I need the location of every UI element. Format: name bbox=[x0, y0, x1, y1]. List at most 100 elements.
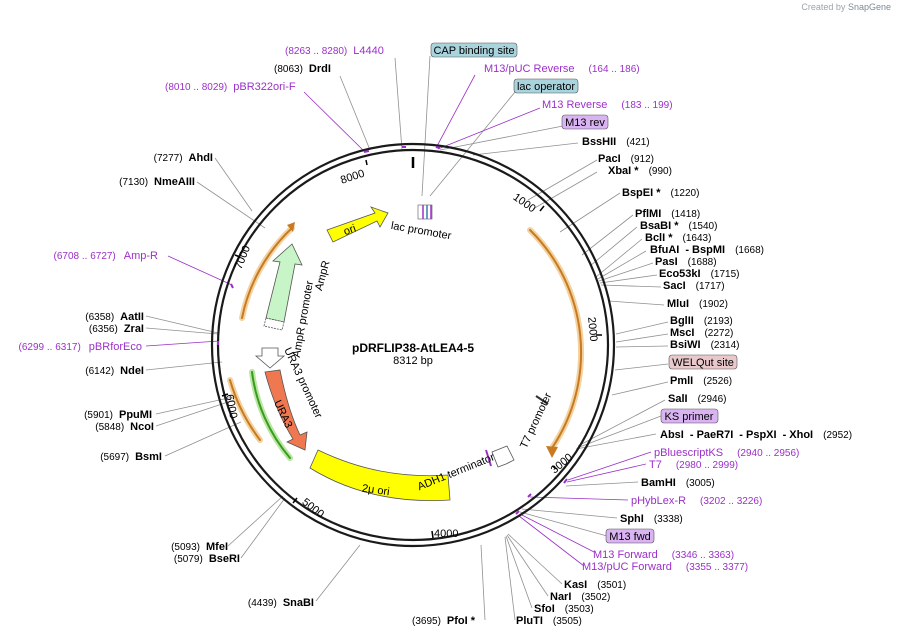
svg-text:T7(2980 .. 2999): T7(2980 .. 2999) bbox=[649, 459, 738, 471]
site-bsabi: BsaBI * bbox=[640, 220, 679, 232]
left-labels: (7277)AhdI (7130)NmeAIII (6708 .. 6727)A… bbox=[19, 152, 314, 609]
svg-text:(6356)ZraI: (6356)ZraI bbox=[89, 323, 144, 335]
lac-operator-label: lac operator bbox=[517, 81, 575, 93]
site-ahdi: AhdI bbox=[189, 152, 213, 164]
svg-text:BsaBI *(1540): BsaBI *(1540) bbox=[640, 220, 717, 232]
site-paci: PacI bbox=[598, 153, 621, 165]
site-bamhi: BamHI bbox=[641, 477, 676, 489]
tick-marks bbox=[221, 159, 602, 539]
site-nari: NarI bbox=[550, 591, 571, 603]
top-labels: (8263 .. 8280)L4440 CAP binding site (80… bbox=[165, 42, 673, 130]
svg-text:(3695)PfoI *: (3695)PfoI * bbox=[412, 615, 476, 627]
svg-text:SacI(1717): SacI(1717) bbox=[663, 280, 725, 292]
lac-promoter-mark bbox=[417, 204, 433, 220]
tick-4000: 4000 bbox=[434, 528, 458, 540]
ori-label: ori bbox=[342, 223, 358, 238]
top-name-m13-reverse: M13 Reverse bbox=[542, 99, 607, 111]
site-sali: SalI bbox=[668, 393, 688, 405]
site-bspei: BspEI * bbox=[622, 187, 661, 199]
top-pos-drdi: (8063) bbox=[274, 64, 303, 75]
site-aatii: AatII bbox=[120, 311, 144, 323]
top-name-drdi: DrdI bbox=[309, 63, 331, 75]
ura3-arrow bbox=[264, 369, 308, 451]
svg-text:SphI(3338): SphI(3338) bbox=[620, 513, 683, 525]
svg-text:(6708 .. 6727)Amp-R: (6708 .. 6727)Amp-R bbox=[54, 250, 159, 262]
tick-6000: 6000 bbox=[223, 393, 239, 419]
svg-text:SfoI(3503): SfoI(3503) bbox=[534, 603, 594, 615]
svg-text:pBluescriptKS(2940 .. 2956): pBluescriptKS(2940 .. 2956) bbox=[654, 447, 799, 459]
m13-fwd-box bbox=[605, 528, 655, 544]
site-pasi: PasI bbox=[655, 256, 678, 268]
site-xbai: XbaI * bbox=[608, 165, 639, 177]
svg-text:(5848)NcoI: (5848)NcoI bbox=[95, 421, 154, 433]
svg-text:(7277)AhdI: (7277)AhdI bbox=[154, 152, 213, 164]
adh1-terminator-label: ADH1 terminator bbox=[416, 451, 497, 493]
svg-text:M13/pUC Forward(3355 .. 3377): M13/pUC Forward(3355 .. 3377) bbox=[582, 561, 748, 573]
welqut-site-label: WELQut site bbox=[672, 357, 734, 369]
ks-primer-label: KS primer bbox=[665, 411, 714, 423]
primer-pbrforeco: pBRforEco bbox=[89, 341, 142, 353]
features bbox=[254, 204, 549, 501]
t7-promoter-label: T7 promoter bbox=[518, 391, 554, 451]
right-labels: BssHII(421) PacI(912) XbaI *(990) BspEI … bbox=[412, 136, 852, 627]
site-nmeaiii: NmeAIII bbox=[154, 176, 195, 188]
site-snabi: SnaBI bbox=[283, 597, 314, 609]
site-bsiwi: BsiWI bbox=[670, 339, 701, 351]
top-pos-pbr322: (8010 .. 8029) bbox=[165, 82, 227, 93]
top-name-l4440: L4440 bbox=[353, 45, 384, 57]
primer-t7: T7 bbox=[649, 459, 662, 471]
site-ncoi: NcoI bbox=[130, 421, 154, 433]
orange-arc-arrow bbox=[546, 446, 558, 458]
svg-text:NarI(3502): NarI(3502) bbox=[550, 591, 610, 603]
site-bseri: BseRI bbox=[209, 553, 240, 565]
svg-text:(7130)NmeAIII: (7130)NmeAIII bbox=[119, 176, 195, 188]
svg-text:Eco53kI(1715): Eco53kI(1715) bbox=[659, 268, 740, 280]
svg-text:PluTI(3505): PluTI(3505) bbox=[516, 615, 582, 627]
svg-text:M13 Reverse(183 .. 199): M13 Reverse(183 .. 199) bbox=[542, 99, 673, 111]
svg-text:(6142)NdeI: (6142)NdeI bbox=[85, 365, 144, 377]
svg-text:BamHI(3005): BamHI(3005) bbox=[641, 477, 715, 489]
m13-rev-label: M13 rev bbox=[565, 117, 605, 129]
svg-text:BclI *(1643): BclI *(1643) bbox=[645, 232, 711, 244]
svg-text:(5093)MfeI: (5093)MfeI bbox=[171, 541, 228, 553]
primer-amp-r: Amp-R bbox=[124, 250, 158, 262]
svg-text:(6299 .. 6317)pBRforEco: (6299 .. 6317)pBRforEco bbox=[19, 341, 142, 353]
site-msci: MscI bbox=[670, 327, 694, 339]
svg-text:M13/pUC Reverse(164 .. 186): M13/pUC Reverse(164 .. 186) bbox=[484, 63, 640, 75]
site-mlui: MluI bbox=[667, 298, 689, 310]
snapgene-logo: SnapGene bbox=[847, 2, 891, 12]
svg-text:KasI(3501): KasI(3501) bbox=[564, 579, 626, 591]
site-kasi: KasI bbox=[564, 579, 587, 591]
site-absi: AbsI bbox=[660, 429, 684, 441]
t7-promoter-mark bbox=[535, 395, 549, 405]
site-bsmi: BsmI bbox=[135, 451, 162, 463]
ampr-arrow bbox=[265, 243, 303, 323]
two-micron-label: 2μ ori bbox=[361, 483, 390, 499]
svg-text:(5697)BsmI: (5697)BsmI bbox=[100, 451, 162, 463]
svg-text:(8263 .. 8280)L4440: (8263 .. 8280)L4440 bbox=[285, 45, 384, 57]
site-zrai: ZraI bbox=[124, 323, 144, 335]
credit-prefix: Created by bbox=[801, 2, 846, 12]
svg-text:MscI(2272): MscI(2272) bbox=[670, 327, 733, 339]
tick-8000: 8000 bbox=[339, 168, 366, 187]
site-bsshii: BssHII bbox=[582, 136, 616, 148]
site-pmli: PmlI bbox=[670, 375, 693, 387]
two-micron-arrow bbox=[309, 449, 451, 501]
adh1-terminator-arrow bbox=[491, 445, 515, 468]
svg-text:PasI(1688): PasI(1688) bbox=[655, 256, 717, 268]
plasmid-name: pDRFLIP38-AtLEA4-5 bbox=[352, 341, 474, 355]
m13-rev-box bbox=[561, 114, 609, 130]
top-pos-m13puc-rev: (164 .. 186) bbox=[588, 64, 639, 75]
m13-fwd-label: M13 fwd bbox=[609, 531, 651, 543]
site-saci: SacI bbox=[663, 280, 686, 292]
svg-text:(4439)SnaBI: (4439)SnaBI bbox=[248, 597, 314, 609]
site-pluti: PluTI bbox=[516, 615, 543, 627]
svg-text:BssHII(421): BssHII(421) bbox=[582, 136, 650, 148]
tick-2000: 2000 bbox=[585, 317, 599, 342]
ori-arrow bbox=[326, 206, 389, 243]
top-name-pbr322: pBR322ori-F bbox=[233, 81, 296, 93]
svg-text:(8063)DrdI: (8063) DrdI bbox=[274, 63, 331, 75]
lac-operator-box bbox=[513, 78, 579, 94]
snapgene-credit: Created by SnapGene bbox=[801, 2, 891, 12]
